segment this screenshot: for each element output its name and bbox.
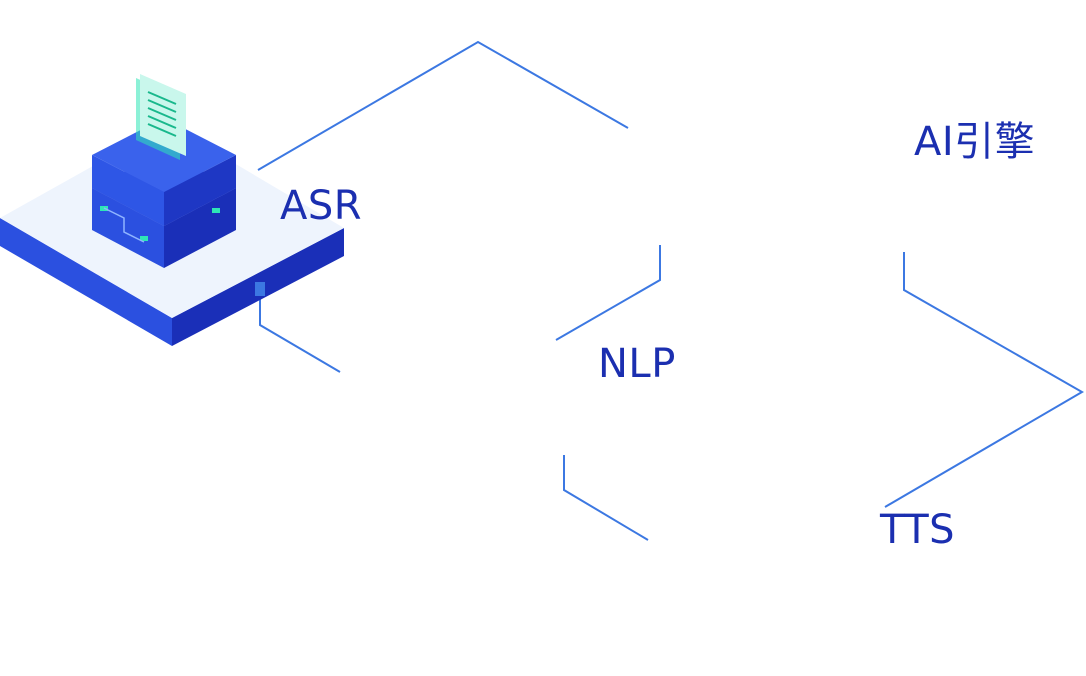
node-label-ai-engine: AI引擎: [914, 119, 1036, 165]
document-server-icon: [92, 74, 236, 268]
connector-asr-nlp: [259, 288, 341, 373]
connector-lines: [257, 40, 1084, 541]
connector-nlp-ai: [555, 245, 661, 341]
connector-nlp-tts: [563, 455, 649, 541]
node-label-asr: ASR: [280, 183, 363, 229]
node-label-tts: TTS: [880, 507, 956, 553]
connector-ai-tts: [884, 252, 1084, 508]
asr-port: [255, 282, 265, 296]
connector-asr-ai: [257, 40, 629, 171]
node-label-nlp: NLP: [598, 341, 676, 387]
